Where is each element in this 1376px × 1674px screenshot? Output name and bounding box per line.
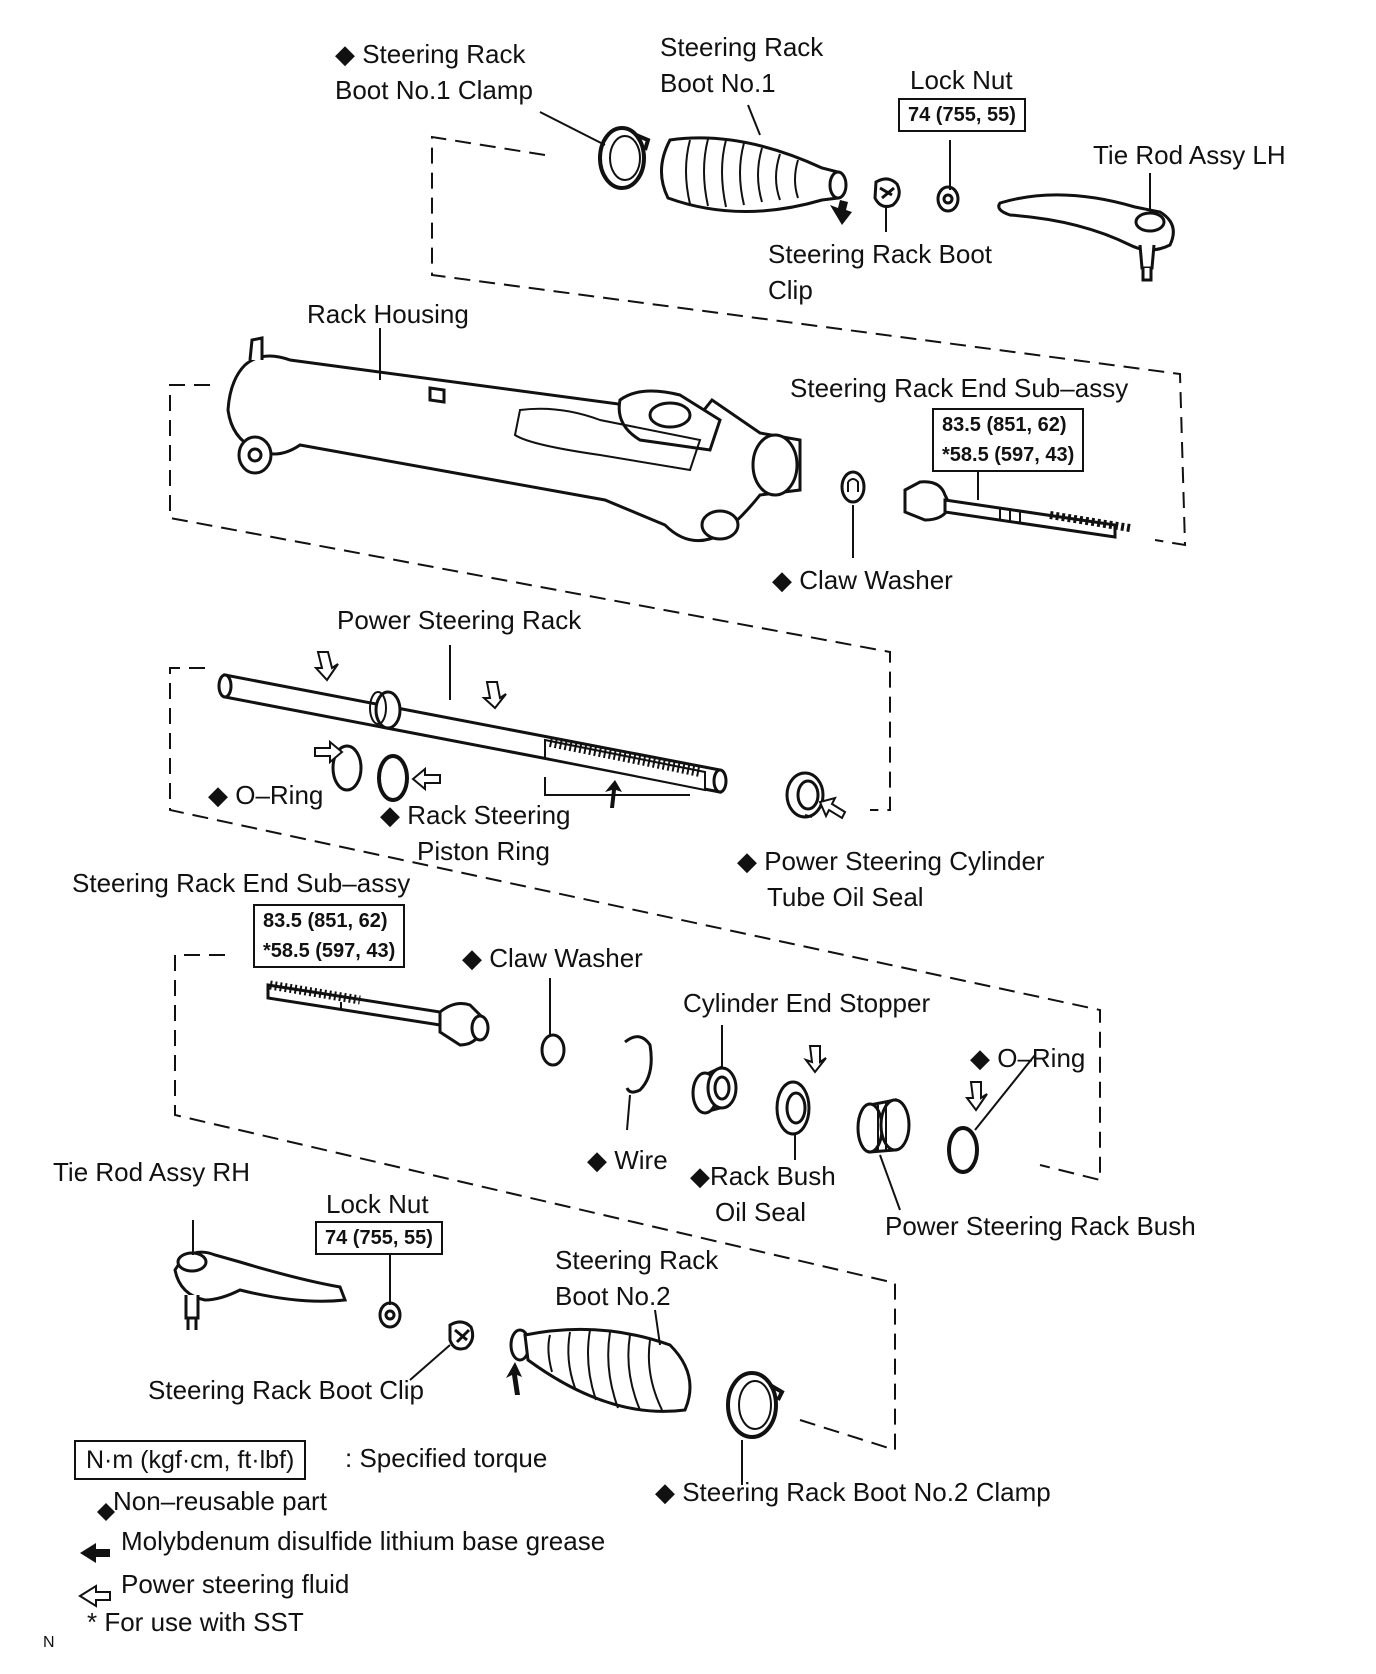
label-claw-washer-rh: ◆ Claw Washer <box>462 943 643 973</box>
label-piston-ring: ◆ Rack Steering Piston Ring <box>380 797 571 869</box>
lock-nut-lh <box>936 185 960 213</box>
piston-ring <box>377 754 409 802</box>
corner-mark: N <box>43 1634 55 1651</box>
non-reusable-icon <box>97 1503 115 1521</box>
tie-rod-rh <box>173 1250 348 1330</box>
boot-no1 <box>660 136 848 214</box>
label-line: Piston Ring <box>417 836 550 866</box>
power-steering-rack <box>217 673 728 794</box>
label-line: Oil Seal <box>715 1197 807 1227</box>
label-tie-rod-lh: Tie Rod Assy LH <box>1093 140 1286 170</box>
rack-bush <box>856 1098 911 1154</box>
rack-end-rh <box>266 980 490 1047</box>
label-line: Boot No.1 Clamp <box>335 75 533 105</box>
boot-clip-lh <box>873 177 901 208</box>
legend-ps-fluid: Power steering fluid <box>121 1569 350 1599</box>
wire <box>624 1035 653 1094</box>
o-ring-1 <box>331 744 363 792</box>
label-boot-no1: Steering Rack Boot No.1 <box>660 29 823 101</box>
label-rack-end-lh: Steering Rack End Sub–assy <box>790 373 1129 403</box>
tie-rod-lh <box>997 193 1175 282</box>
torque-lock-nut-rh: 74 (755, 55) <box>315 1221 443 1255</box>
label-boot-no2-clamp: ◆ Steering Rack Boot No.2 Clamp <box>655 1477 1051 1507</box>
label-boot-clip-rh: Steering Rack Boot Clip <box>148 1375 425 1405</box>
label-cylinder-end-stopper: Cylinder End Stopper <box>683 988 931 1018</box>
claw-washer-lh <box>840 470 866 504</box>
label-rack-bush-oil-seal: ◆Rack Bush Oil Seal <box>690 1158 836 1230</box>
label-line: ◆ Power Steering Cylinder <box>737 846 1045 876</box>
torque-value: *58.5 (597, 43) <box>263 940 396 962</box>
torque-rack-end-rh: 83.5 (851, 62) *58.5 (597, 43) <box>253 904 406 968</box>
boot-no2-clamp <box>726 1371 785 1439</box>
legend-torque-box: N·m (kgf·cm, ft·lbf) <box>74 1440 307 1480</box>
torque-value: 83.5 (851, 62) <box>942 414 1067 436</box>
lock-nut-rh <box>378 1301 402 1329</box>
label-lock-nut-lh: Lock Nut <box>910 65 1013 95</box>
rack-end-lh <box>903 480 1131 539</box>
label-line: Steering Rack <box>660 32 824 62</box>
legend-torque-text: : Specified torque <box>345 1443 548 1473</box>
torque-value: 74 (755, 55) <box>325 1227 433 1249</box>
label-line: Clip <box>768 275 813 305</box>
torque-value: *58.5 (597, 43) <box>942 444 1075 466</box>
label-o-ring-2: ◆ O–Ring <box>970 1043 1086 1073</box>
label-boot-clip-lh: Steering Rack Boot Clip <box>768 236 992 308</box>
legend-moly-grease: Molybdenum disulfide lithium base grease <box>121 1526 606 1556</box>
cylinder-end-stopper <box>691 1065 738 1115</box>
label-lock-nut-rh: Lock Nut <box>326 1189 429 1219</box>
fluid-legend-icon <box>78 1584 111 1608</box>
claw-washer-rh <box>540 1033 566 1067</box>
grease-arrow-icons <box>506 200 852 1395</box>
label-rack-housing: Rack Housing <box>307 299 469 329</box>
legend-non-reusable: Non–reusable part <box>113 1486 327 1516</box>
torque-lock-nut-lh: 74 (755, 55) <box>898 98 1026 132</box>
legend-sst: * For use with SST <box>87 1607 304 1637</box>
label-o-ring-1: ◆ O–Ring <box>208 780 324 810</box>
group-outlines <box>169 135 1187 1452</box>
label-boot-no1-clamp: ◆ Steering Rack Boot No.1 Clamp <box>335 36 533 108</box>
label-line: Boot No.1 <box>660 68 776 98</box>
label-wire: ◆ Wire <box>587 1145 668 1175</box>
boot-clip-rh <box>448 1320 475 1351</box>
label-line: Tube Oil Seal <box>767 882 924 912</box>
label-line: Steering Rack Boot <box>768 239 993 269</box>
rack-bush-oil-seal <box>775 1080 811 1136</box>
cylinder-tube-oil-seal <box>785 771 825 819</box>
label-line: ◆ Steering Rack <box>335 39 526 69</box>
boot-no2 <box>509 1327 692 1413</box>
rack-housing <box>226 336 802 543</box>
label-line: Boot No.2 <box>555 1281 671 1311</box>
label-boot-no2: Steering Rack Boot No.2 <box>555 1242 718 1314</box>
label-tie-rod-rh: Tie Rod Assy RH <box>53 1157 250 1187</box>
boot-no1-clamp <box>598 126 651 190</box>
label-power-steering-rack: Power Steering Rack <box>337 605 582 635</box>
label-rack-bush: Power Steering Rack Bush <box>885 1211 1196 1241</box>
torque-value: 74 (755, 55) <box>908 104 1016 126</box>
label-line: ◆ Rack Steering <box>380 800 571 830</box>
label-cylinder-tube-oil-seal: ◆ Power Steering Cylinder Tube Oil Seal <box>737 843 1045 915</box>
leader-lines <box>192 104 1151 1485</box>
fluid-arrow-icons <box>313 651 988 1112</box>
label-claw-washer-lh: ◆ Claw Washer <box>772 565 953 595</box>
label-line: Steering Rack <box>555 1245 719 1275</box>
torque-rack-end-lh: 83.5 (851, 62) *58.5 (597, 43) <box>932 408 1085 472</box>
legend-icons <box>78 1503 115 1608</box>
label-line: ◆Rack Bush <box>690 1161 836 1191</box>
torque-value: 83.5 (851, 62) <box>263 910 388 932</box>
grease-legend-icon <box>80 1543 110 1563</box>
o-ring-2 <box>947 1126 979 1174</box>
label-rack-end-rh: Steering Rack End Sub–assy <box>72 868 411 898</box>
